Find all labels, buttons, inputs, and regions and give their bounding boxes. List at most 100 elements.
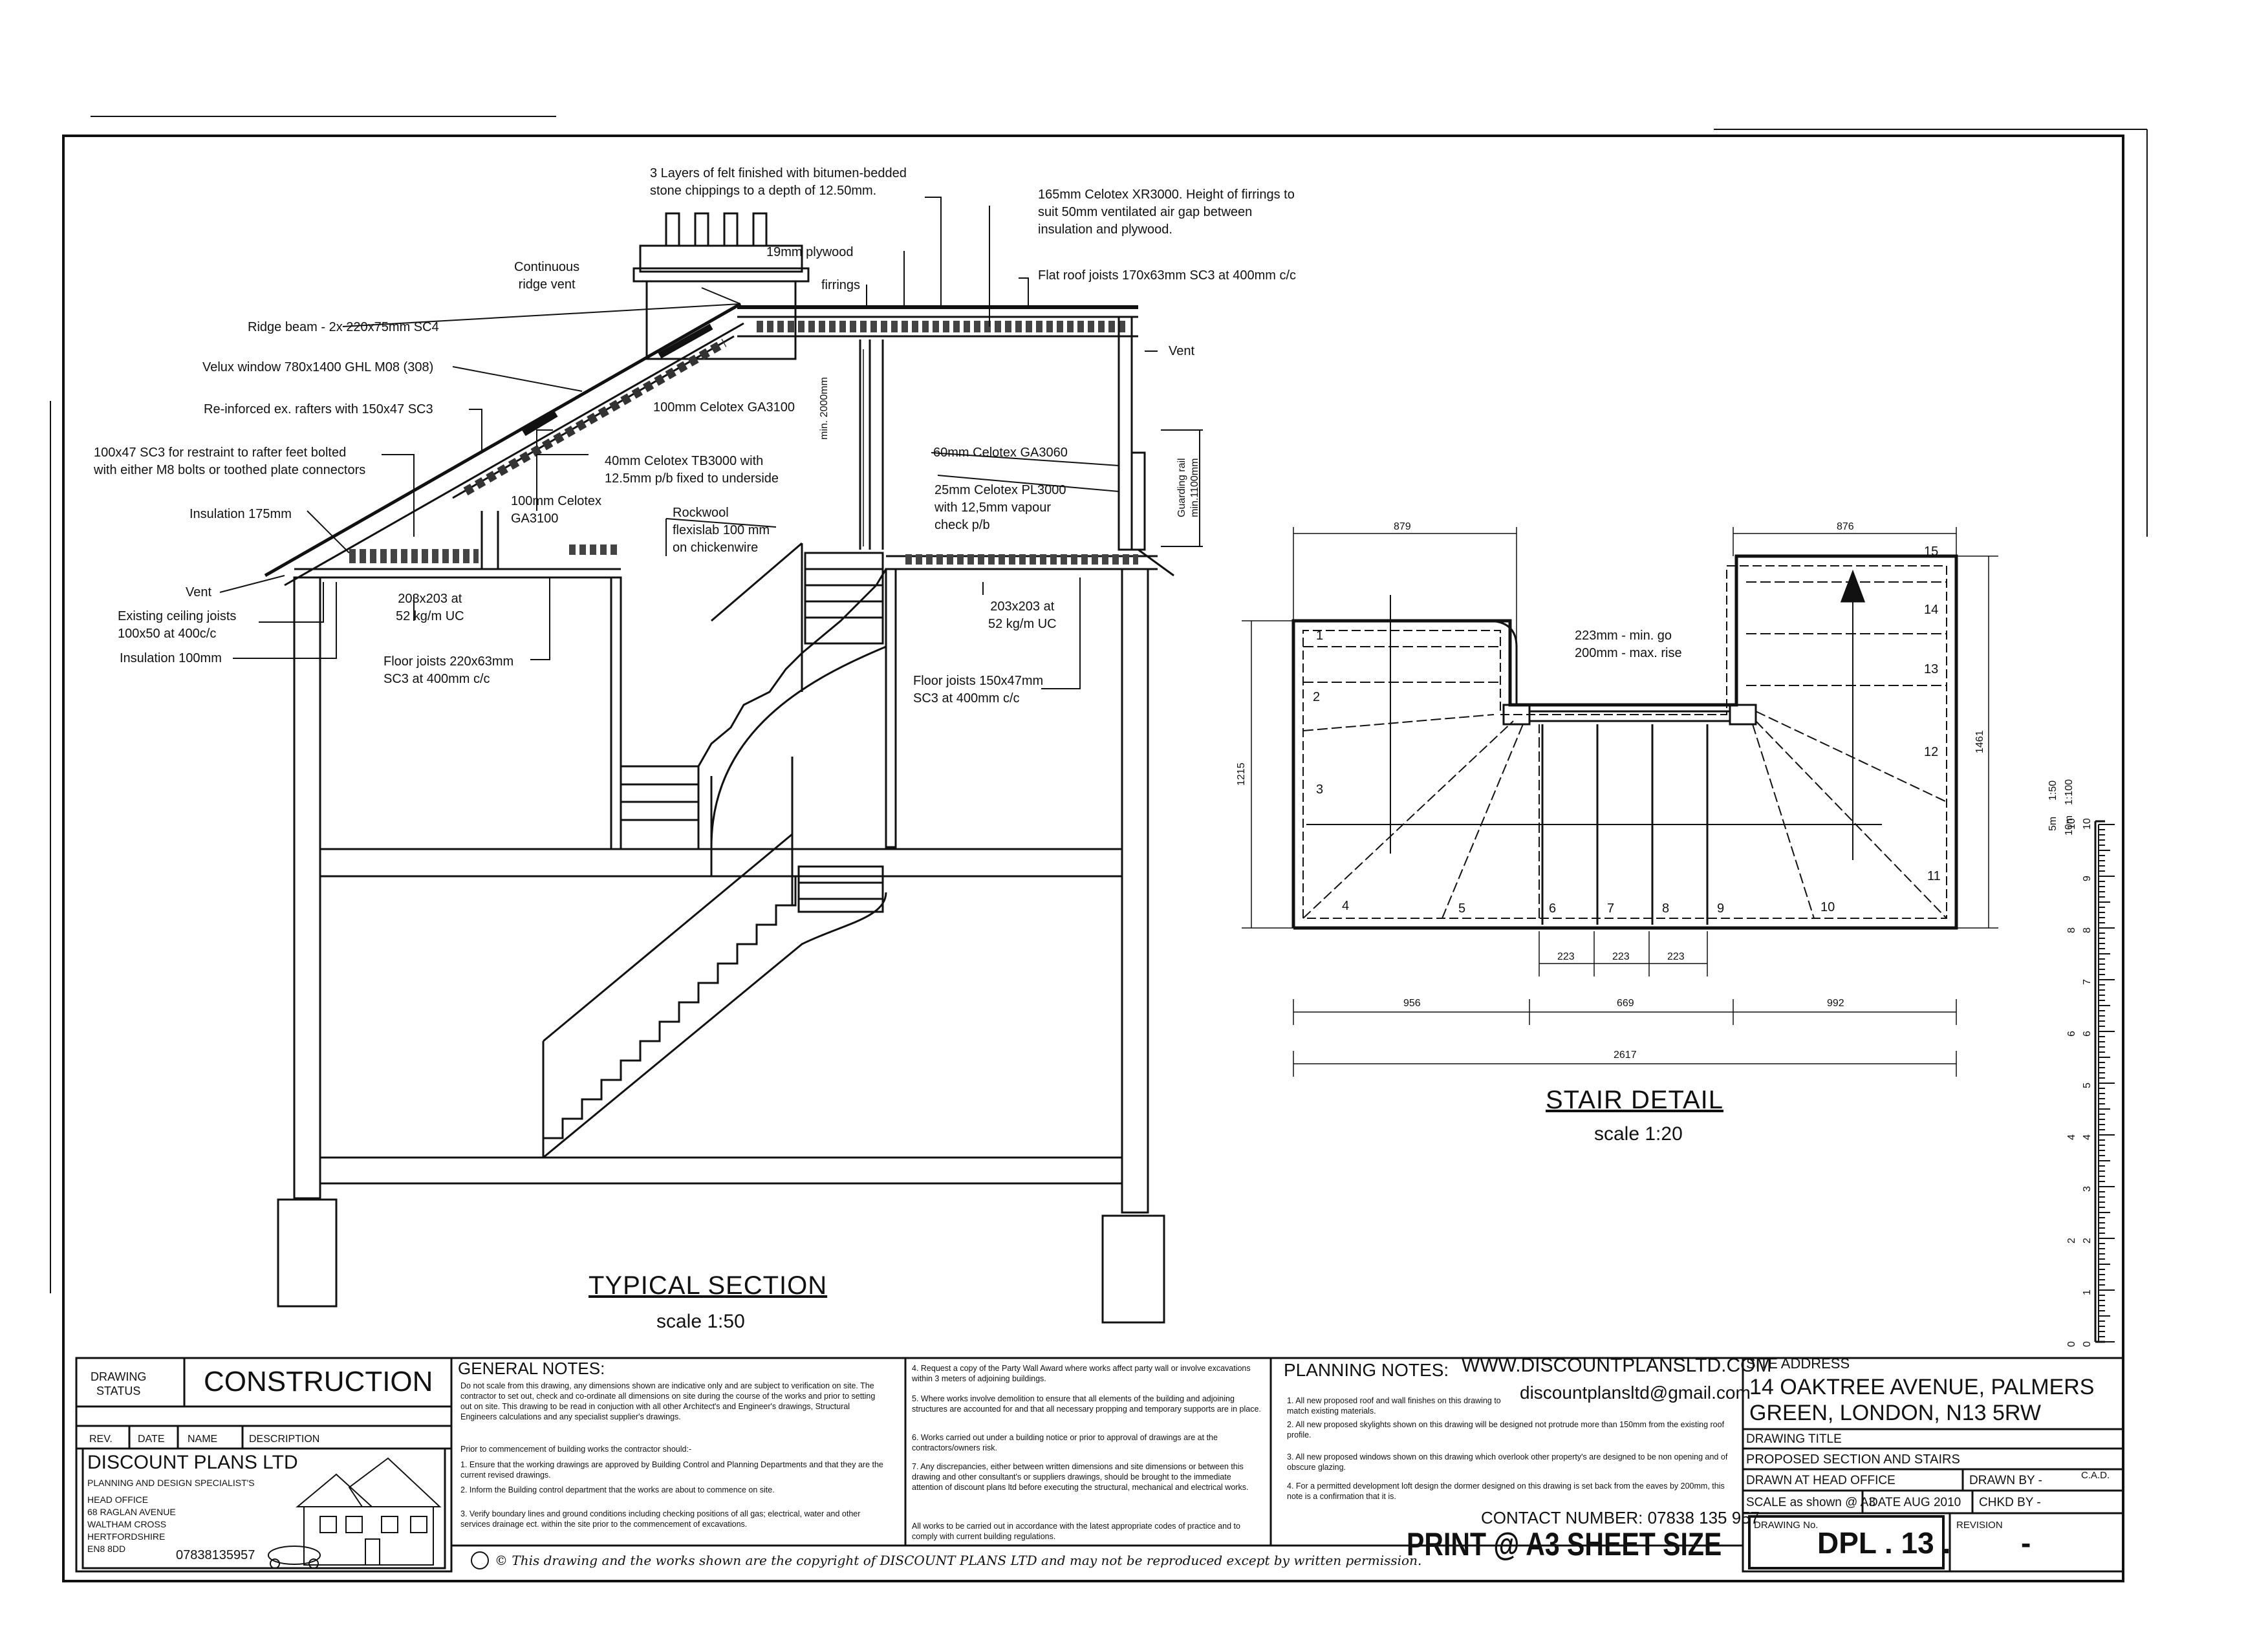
planning-note-item: 2. All new proposed skylights shown on t… xyxy=(1287,1420,1725,1439)
dim-top-right: 876 xyxy=(1837,521,1854,532)
scale-tick-label: 0 xyxy=(2082,1341,2093,1347)
ceiling-joists-note: Existing ceiling joists 100x50 at 400c/c xyxy=(118,609,237,641)
planning-note-item: 4. For a permitted development loft desi… xyxy=(1287,1482,1725,1501)
ga3100-low-note: 100mm Celotex GA3100 xyxy=(511,494,602,526)
uc-right-note: 203x203 at 52 kg/m UC xyxy=(988,599,1057,631)
plywood-note: 19mm plywood xyxy=(766,245,854,259)
scale-tick-label: 5 xyxy=(2082,1083,2093,1088)
dim-bottom-right: 992 xyxy=(1827,998,1844,1009)
drawing-number: DPL . 13 . xyxy=(1817,1526,1951,1560)
typical-section-scale: scale 1:50 xyxy=(656,1311,745,1332)
dim-tread-1: 223 xyxy=(1557,951,1575,962)
restraint-note: 100x47 SC3 for restraint to rafter feet … xyxy=(94,446,366,477)
description-header: DESCRIPTION xyxy=(249,1434,320,1445)
guarding-rail-note: Guarding rail min.1100mm xyxy=(1176,458,1200,517)
drawing-status-value: CONSTRUCTION xyxy=(204,1366,433,1397)
general-note-item: All works to be carried out in accordanc… xyxy=(912,1522,1240,1541)
company-tagline: PLANNING AND DESIGN SPECIALIST'S xyxy=(87,1478,255,1488)
dim-tread-2: 223 xyxy=(1612,951,1630,962)
step-number: 13 xyxy=(1924,662,1939,676)
date-field: DATE AUG 2010 xyxy=(1869,1496,1961,1509)
stair-going-note: 223mm - min. go 200mm - max. rise xyxy=(1575,629,1682,660)
scale-tick-label: 6 xyxy=(2082,1031,2093,1037)
general-notes-intro: Do not scale from this drawing, any dime… xyxy=(460,1381,876,1421)
floor-joists-left-note: Floor joists 220x63mm SC3 at 400mm c/c xyxy=(383,654,514,686)
tb3000-note: 40mm Celotex TB3000 with 12.5mm p/b fixe… xyxy=(605,454,779,486)
uc-left-note: 203x203 at 52 kg/m UC xyxy=(396,592,464,623)
scale-bar-graphic xyxy=(2094,820,2115,1343)
scale-tick-label-100: 6 xyxy=(2066,1031,2077,1037)
step-number: 1 xyxy=(1316,629,1324,643)
step-number: 6 xyxy=(1549,901,1557,916)
vent-right-note: Vent xyxy=(1169,344,1195,358)
step-number: 5 xyxy=(1458,901,1466,916)
cad-label: C.A.D. xyxy=(2081,1470,2110,1481)
drawing-title-label: DRAWING TITLE xyxy=(1746,1432,1842,1446)
scale-tick-label: 4 xyxy=(2082,1134,2093,1140)
ridge-beam-note: Ridge beam - 2x 220x75mm SC4 xyxy=(248,320,439,334)
step-number: 3 xyxy=(1316,782,1324,797)
dim-right-height: 1461 xyxy=(1974,730,1985,753)
step-number: 7 xyxy=(1607,901,1615,916)
vent-left-note: Vent xyxy=(186,585,212,599)
rev-header: REV. xyxy=(89,1434,113,1445)
scale-tick-label-100: 8 xyxy=(2066,927,2077,933)
general-note-item: 6. Works carried out under a building no… xyxy=(912,1433,1218,1452)
scale-field: SCALE as shown @ A3 xyxy=(1746,1496,1875,1509)
scale-tick-label: 2 xyxy=(2082,1238,2093,1244)
company-house-logo xyxy=(268,1457,442,1569)
step-number: 9 xyxy=(1717,901,1725,916)
scale-tick-label: 7 xyxy=(2082,979,2093,985)
scale-tick-label: 3 xyxy=(2082,1186,2093,1192)
celotex-ga3100-top-note: 100mm Celotex GA3100 xyxy=(653,400,795,415)
dim-left-height: 1215 xyxy=(1236,762,1247,786)
ridge-vent-note: Continuous ridge vent xyxy=(514,260,580,292)
dim-bottom-left: 956 xyxy=(1403,998,1421,1009)
drawing-number-label: DRAWING No. xyxy=(1754,1520,1819,1531)
typical-section-title: TYPICAL SECTION xyxy=(589,1271,828,1300)
general-note-item: 4. Request a copy of the Party Wall Awar… xyxy=(912,1364,1251,1383)
insulation-175-note: Insulation 175mm xyxy=(189,507,292,521)
floor-joists-right-note: Floor joists 150x47mm SC3 at 400mm c/c xyxy=(913,674,1044,706)
stair-detail-drawing xyxy=(1242,527,1998,1077)
name-header: NAME xyxy=(188,1434,218,1445)
contact-number: CONTACT NUMBER: 07838 135 957 xyxy=(1481,1508,1760,1527)
dim-top-left: 879 xyxy=(1394,521,1411,532)
copyright-note: © This drawing and the works shown are t… xyxy=(495,1553,1422,1568)
drawn-at: DRAWN AT HEAD OFFICE xyxy=(1746,1474,1895,1487)
step-number: 10 xyxy=(1820,900,1835,914)
dim-overall: 2617 xyxy=(1614,1050,1637,1061)
velux-note: Velux window 780x1400 GHL M08 (308) xyxy=(202,360,434,374)
step-number: 8 xyxy=(1662,901,1670,916)
general-notes-prior: Prior to commencement of building works … xyxy=(460,1445,692,1454)
title-block-frame xyxy=(75,1357,2124,1573)
email-link[interactable]: discountplansltd@gmail.com xyxy=(1520,1383,1751,1403)
planning-note-item: 3. All new proposed windows shown on thi… xyxy=(1287,1452,1728,1472)
pl3000-note: 25mm Celotex PL3000 with 12,5mm vapour c… xyxy=(934,483,1066,532)
company-name: DISCOUNT PLANS LTD xyxy=(87,1452,298,1473)
scale-tick-label-100: 2 xyxy=(2066,1238,2077,1244)
step-number: 4 xyxy=(1342,899,1350,913)
general-note-item: 1. Ensure that the working drawings are … xyxy=(460,1460,883,1480)
step-number: 2 xyxy=(1313,690,1321,704)
site-address-label: SITE ADDRESS xyxy=(1746,1355,1850,1372)
scale-tick-label: 9 xyxy=(2082,876,2093,881)
checked-by-field: CHKD BY - xyxy=(1979,1496,2041,1509)
min-height-note: min. 2000mm xyxy=(819,377,830,440)
company-address: HEAD OFFICE 68 RAGLAN AVENUE WALTHAM CRO… xyxy=(87,1494,176,1554)
drawing-title: PROPOSED SECTION AND STAIRS xyxy=(1746,1452,1960,1467)
typical-section-drawing xyxy=(219,197,1203,1324)
insulation-100-note: Insulation 100mm xyxy=(120,651,222,665)
general-notes-title: GENERAL NOTES: xyxy=(458,1359,605,1378)
company-phone: 07838135957 xyxy=(176,1548,255,1562)
general-note-item: 2. Inform the Building control departmen… xyxy=(460,1485,775,1494)
website-link[interactable]: WWW.DISCOUNTPLANSLTD.COM xyxy=(1462,1355,1772,1376)
step-number: 15 xyxy=(1924,544,1939,559)
general-note-item: 3. Verify boundary lines and ground cond… xyxy=(460,1509,861,1529)
dim-tread-3: 223 xyxy=(1667,951,1685,962)
step-number: 12 xyxy=(1924,745,1939,759)
scale-units-50: 5m xyxy=(2047,816,2058,831)
flat-roof-joists-note: Flat roof joists 170x63mm SC3 at 400mm c… xyxy=(1038,268,1297,283)
felt-note: 3 Layers of felt finished with bitumen-b… xyxy=(650,166,907,198)
